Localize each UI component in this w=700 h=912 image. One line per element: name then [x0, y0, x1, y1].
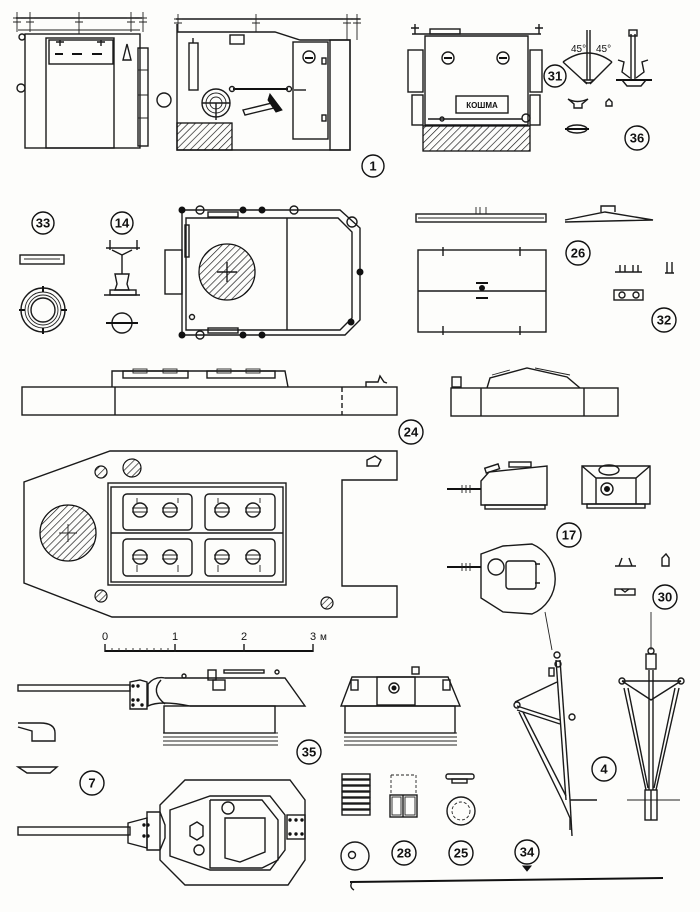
main-turret-side-view [17, 669, 307, 746]
svg-text:7: 7 [88, 776, 95, 791]
hull-top-view [23, 450, 398, 618]
callout-14: 14 [110, 211, 134, 235]
scale-tick-3: 3 [310, 631, 316, 643]
mast-front-view [618, 612, 685, 821]
svg-text:24: 24 [404, 425, 419, 440]
wheelhouse-top-view [164, 205, 364, 340]
svg-text:26: 26 [571, 246, 585, 261]
svg-text:1: 1 [369, 159, 376, 174]
boat-hook-detail [349, 865, 664, 891]
callout-33: 33 [31, 211, 55, 235]
callout-1: 1 [361, 154, 385, 178]
wheelhouse-side-view [156, 14, 361, 151]
main-turret-front-view [339, 666, 462, 746]
wheelhouse-front-view [13, 12, 149, 149]
capstan-detail [104, 240, 140, 334]
svg-text:28: 28 [397, 846, 411, 861]
anchor-detail: 45° 45° [562, 29, 652, 134]
fittings-detail [614, 552, 670, 596]
callout-28: 28 [391, 840, 417, 866]
wheelhouse-rear-view: КОШМА [407, 24, 543, 152]
lifebuoy-detail [19, 254, 67, 334]
hull-front-view [450, 367, 619, 417]
callout-36: 36 [624, 125, 650, 151]
scale-tick-0: 0 [102, 631, 108, 643]
callout-26: 26 [565, 240, 591, 266]
callout-24: 24 [398, 419, 424, 445]
callout-7: 7 [79, 770, 105, 796]
svg-text:30: 30 [658, 590, 672, 605]
ventilator-detail [15, 722, 59, 774]
scale-bar: 0 1 2 3 м [102, 631, 327, 652]
hatch-cover-detail [415, 205, 654, 335]
scale-tick-1: 1 [172, 631, 178, 643]
ammo-rack-detail [340, 773, 371, 871]
callout-30: 30 [652, 584, 678, 610]
callout-31: 31 [543, 64, 567, 88]
svg-text:31: 31 [548, 69, 562, 84]
hull-side-view [21, 368, 398, 416]
callout-17: 17 [556, 522, 582, 548]
bollard-detail [613, 262, 674, 301]
callout-32: 32 [651, 307, 677, 333]
scale-tick-2: 2 [241, 631, 247, 643]
svg-text:32: 32 [657, 313, 671, 328]
callout-25: 25 [448, 840, 474, 866]
scale-unit: м [320, 632, 327, 643]
svg-text:36: 36 [630, 131, 644, 146]
svg-text:34: 34 [520, 845, 535, 860]
svg-text:33: 33 [36, 216, 50, 231]
callout-34: 34 [514, 839, 540, 865]
svg-text:17: 17 [562, 528, 576, 543]
mast-side-view [513, 611, 597, 837]
main-turret-top-view [17, 779, 306, 886]
callout-35: 35 [296, 739, 322, 765]
svg-text:14: 14 [115, 216, 130, 231]
hatch-cap-detail [445, 773, 476, 826]
mg-turret-detail [447, 461, 651, 615]
callout-4: 4 [591, 756, 617, 782]
box-label-koshma: КОШМА [466, 101, 498, 110]
angle-label-right: 45° [596, 44, 611, 55]
svg-text:4: 4 [600, 762, 608, 777]
svg-text:35: 35 [302, 745, 316, 760]
storage-box-detail [389, 774, 418, 818]
angle-label-left: 45° [571, 44, 586, 55]
svg-text:25: 25 [454, 846, 468, 861]
